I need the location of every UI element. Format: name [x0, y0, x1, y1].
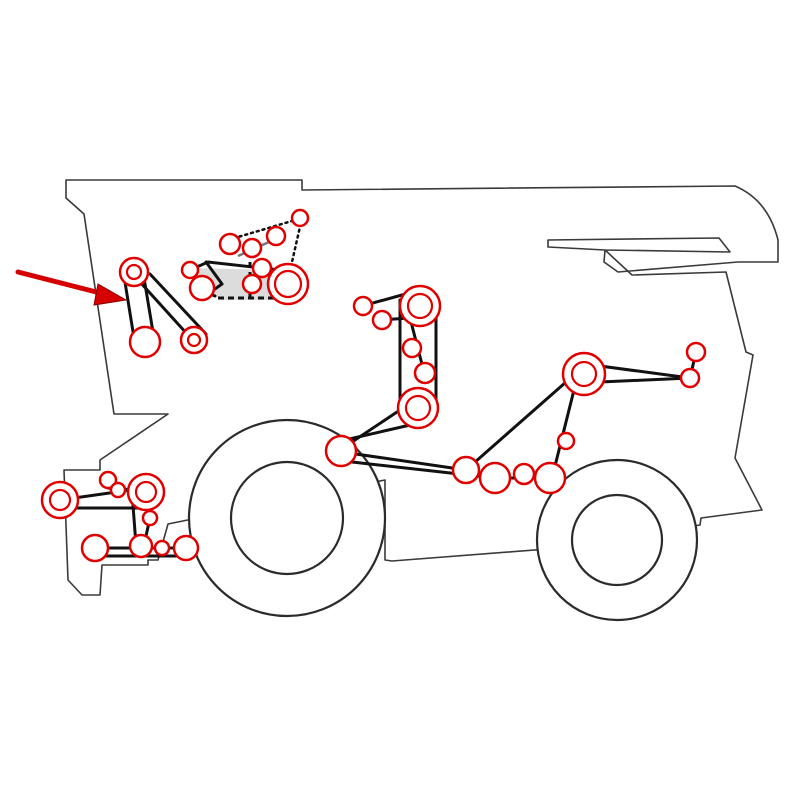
pulley-marker-25[interactable] — [478, 461, 512, 495]
combine-body-outline — [63, 179, 779, 596]
pulley-marker-7[interactable] — [241, 237, 263, 259]
pulley-marker-3[interactable] — [179, 325, 209, 355]
pulley-marker-15[interactable] — [398, 284, 442, 328]
belt-segment-21 — [340, 450, 468, 472]
pulley-marker-13[interactable] — [352, 295, 374, 317]
pulley-marker-35[interactable] — [153, 539, 171, 557]
pulley-marker-1[interactable] — [118, 256, 150, 288]
pulley-marker-28[interactable] — [40, 480, 80, 520]
pulley-marker-30[interactable] — [109, 481, 127, 499]
pulley-marker-10[interactable] — [251, 257, 273, 279]
belt-segment-12 — [204, 260, 224, 286]
pulley-marker-36[interactable] — [172, 534, 200, 562]
pulley-marker-23[interactable] — [556, 431, 576, 451]
pulley-marker-11[interactable] — [241, 273, 263, 295]
pulley-marker-17[interactable] — [413, 361, 437, 385]
belt-segment-3 — [138, 280, 190, 337]
red-arrow-icon — [15, 269, 128, 306]
pulley-marker-8[interactable] — [265, 225, 287, 247]
pulley-marker-31[interactable] — [126, 472, 166, 512]
pulley-marker-20[interactable] — [561, 351, 607, 397]
pulley-marker-9[interactable] — [290, 208, 310, 228]
pulley-marker-18[interactable] — [396, 386, 440, 430]
pulley-marker-27[interactable] — [533, 461, 567, 495]
front-wheel-hub — [229, 460, 345, 576]
pulley-marker-26[interactable] — [512, 462, 536, 486]
belt-segment-24 — [464, 373, 576, 472]
pulley-marker-14[interactable] — [371, 309, 393, 331]
belt-segment-27 — [598, 376, 692, 384]
pulley-marker-22[interactable] — [679, 367, 701, 389]
belt-segment-4 — [148, 272, 208, 336]
pulley-marker-12[interactable] — [266, 262, 310, 306]
pulley-marker-4[interactable] — [180, 260, 200, 280]
pulley-marker-16[interactable] — [401, 337, 423, 359]
pulley-marker-24[interactable] — [451, 455, 481, 485]
pulley-marker-29[interactable] — [98, 470, 118, 490]
rear-wheel-hub — [570, 493, 664, 587]
belt-segment-9 — [226, 216, 304, 242]
pulley-marker-34[interactable] — [128, 533, 154, 559]
pulley-marker-32[interactable] — [141, 509, 159, 527]
pulley-marker-33[interactable] — [80, 533, 110, 563]
pulley-marker-21[interactable] — [685, 341, 707, 363]
pulley-marker-19[interactable] — [324, 434, 358, 468]
pulley-marker-2[interactable] — [128, 325, 162, 359]
pulley-marker-6[interactable] — [218, 232, 242, 256]
pulley-marker-5[interactable] — [188, 274, 216, 302]
